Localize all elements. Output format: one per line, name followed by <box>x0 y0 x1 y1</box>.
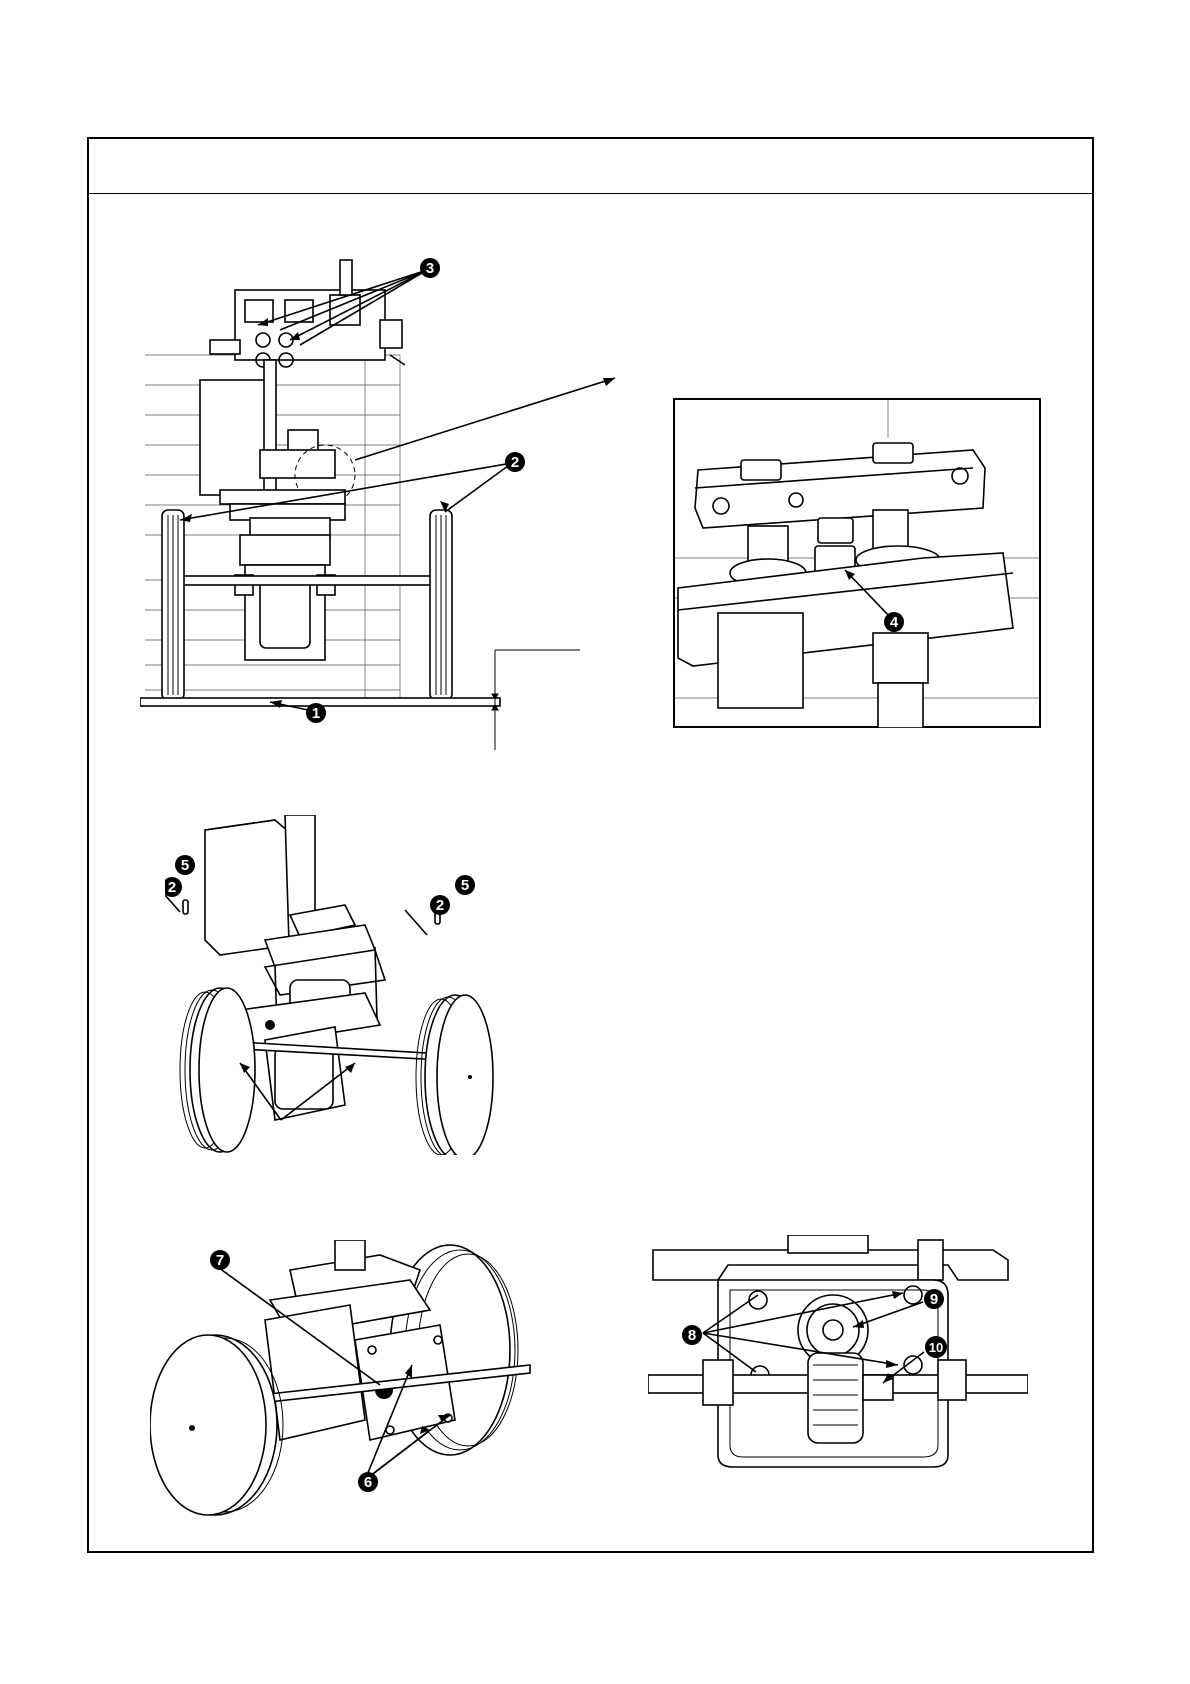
gearbox-internals-drawing: 8 9 10 <box>648 1235 1028 1475</box>
svg-text:2: 2 <box>168 879 176 896</box>
callout-9: 9 <box>924 1289 944 1309</box>
front-wheel <box>150 1335 283 1515</box>
gearbox <box>235 535 335 660</box>
motor-housing <box>205 820 290 955</box>
axle-collar-left <box>703 1360 733 1405</box>
callout-1: 1 <box>306 703 326 723</box>
svg-text:10: 10 <box>929 1340 943 1355</box>
callout-4: 4 <box>884 612 904 632</box>
mount-plate <box>653 1235 1008 1280</box>
right-wheel <box>430 510 452 700</box>
callout-2-left: 2 <box>165 877 182 897</box>
svg-text:2: 2 <box>511 454 519 471</box>
axle <box>175 576 440 585</box>
callout-10: 10 <box>925 1336 947 1358</box>
gearbox-3d <box>240 993 380 1120</box>
callout-8: 8 <box>682 1325 702 1345</box>
callout-5-right: 5 <box>455 875 475 895</box>
figure-detail-inset: 4 <box>673 398 1041 728</box>
svg-text:6: 6 <box>364 1474 372 1491</box>
callout-3: 3 <box>420 258 440 278</box>
figure-gearbox-cover: 7 6 <box>150 1240 550 1520</box>
torch-head <box>210 260 405 367</box>
page-header <box>89 139 1092 194</box>
gearbox-cover-drawing: 7 6 <box>150 1240 550 1520</box>
svg-text:7: 7 <box>216 1252 224 1269</box>
svg-text:1: 1 <box>312 705 320 722</box>
callout-2-right: 2 <box>430 895 450 915</box>
svg-text:5: 5 <box>181 857 189 874</box>
callout-5-left: 5 <box>175 855 195 875</box>
callout-7: 7 <box>210 1250 230 1270</box>
right-wheel-3d <box>416 995 493 1155</box>
left-pin <box>183 900 188 914</box>
svg-text:4: 4 <box>890 614 899 631</box>
front-view-drawing: 3 2 1 <box>140 250 640 750</box>
svg-text:2: 2 <box>436 897 444 914</box>
svg-text:9: 9 <box>930 1291 938 1308</box>
svg-text:5: 5 <box>461 877 469 894</box>
left-wheel <box>162 510 184 700</box>
callout-2: 2 <box>505 452 525 472</box>
wheels-pins-drawing: 5 2 5 2 <box>165 815 525 1155</box>
detail-inset-drawing: 4 <box>673 398 1041 728</box>
axle-collar-right <box>938 1360 966 1400</box>
svg-text:3: 3 <box>426 260 434 277</box>
svg-text:8: 8 <box>688 1327 696 1344</box>
dimension-marks <box>490 650 580 750</box>
figure-front-view: 3 2 1 <box>140 250 640 750</box>
figure-gearbox-internals: 8 9 10 <box>648 1235 1028 1475</box>
figure-wheels-pins: 5 2 5 2 <box>165 815 525 1155</box>
vertical-post <box>264 360 276 505</box>
gearbox-housing <box>265 1305 365 1440</box>
callout-6: 6 <box>358 1472 378 1492</box>
worm <box>808 1353 863 1443</box>
